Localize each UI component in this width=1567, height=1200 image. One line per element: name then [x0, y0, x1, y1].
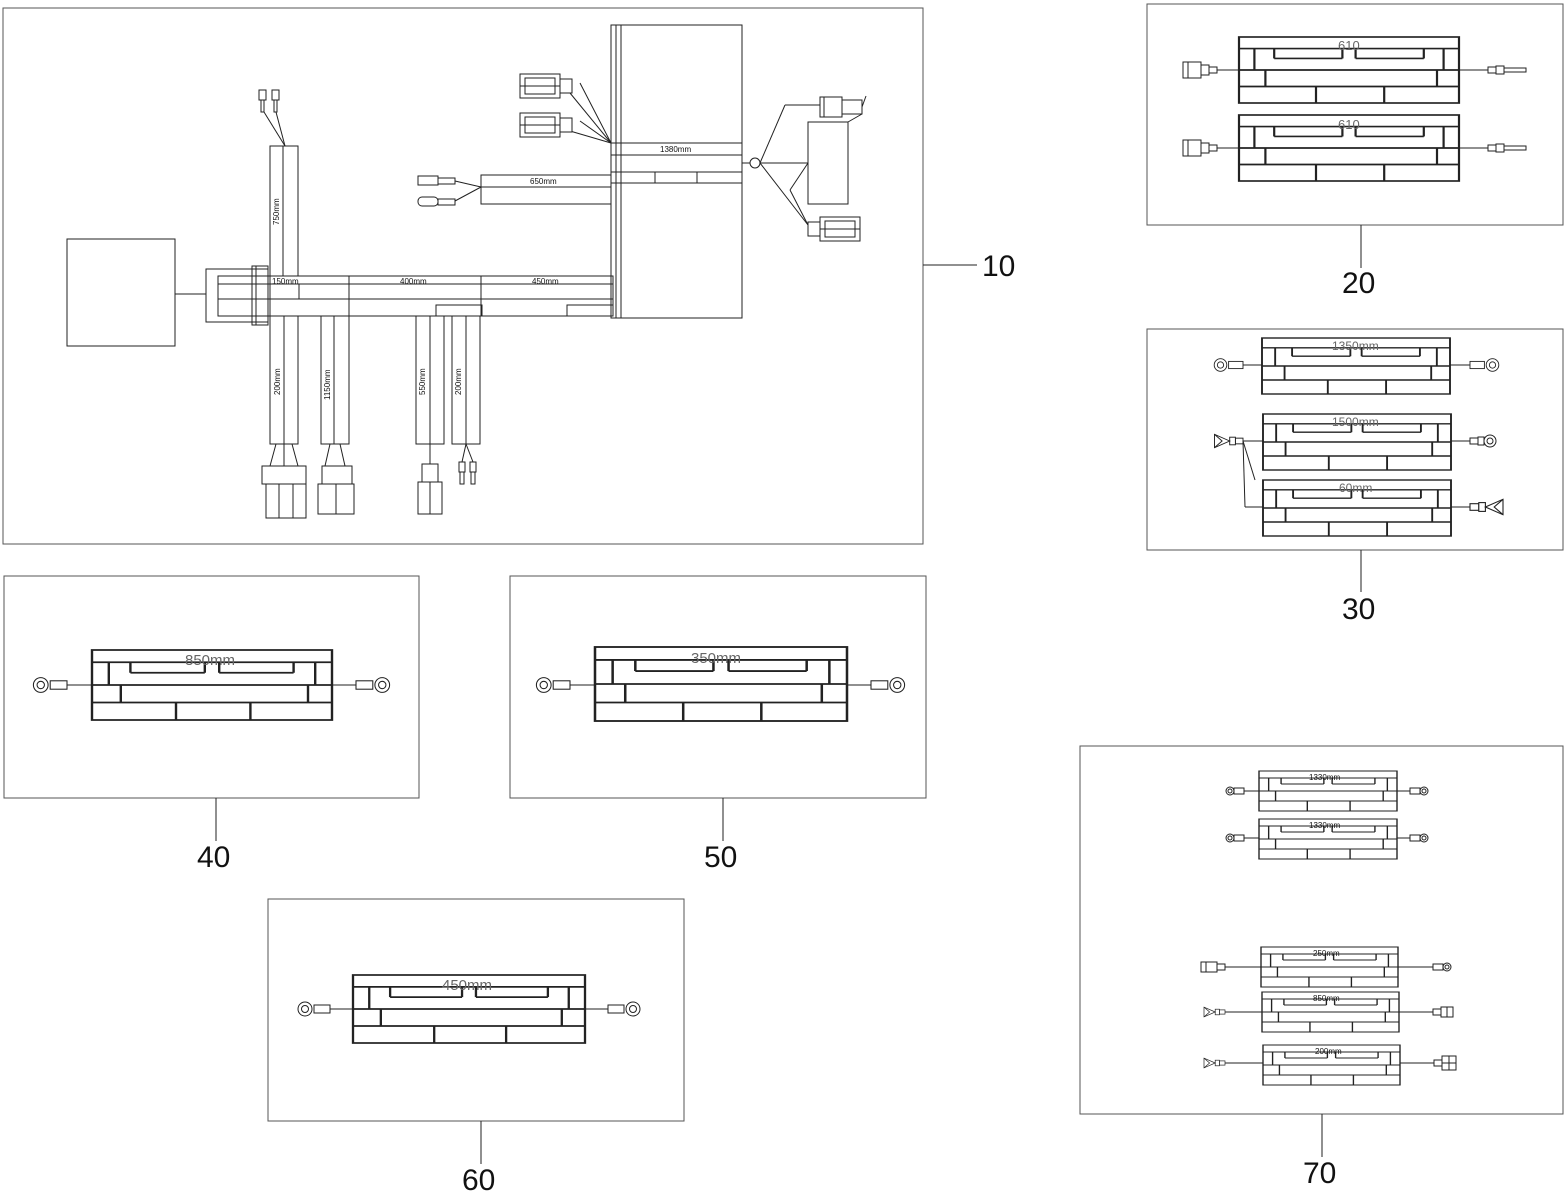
branch-200mm-a: 200mm — [261, 315, 307, 519]
plug-right-bottom — [807, 216, 861, 242]
label-450mm: 450mm — [532, 277, 559, 286]
callout-50: 50 — [704, 841, 737, 874]
callout-70: 70 — [1303, 1157, 1336, 1190]
label-650mm: 650mm — [530, 177, 557, 186]
panel-60: 60 450mm — [267, 898, 685, 1197]
label-150mm: 150mm — [272, 277, 299, 286]
control-box — [66, 238, 176, 347]
panel-30: 30 1350mm 1500mm 60mm — [1146, 328, 1564, 626]
small-terminals-top — [258, 89, 280, 113]
branch-550mm: 550mm — [415, 315, 445, 515]
label-200mm-p70: 200mm — [1315, 1047, 1342, 1056]
callout-30: 30 — [1342, 593, 1375, 626]
callout-10: 10 — [982, 250, 1015, 283]
label-610-bottom: 610 — [1338, 117, 1360, 132]
branch-200mm-b: 200mm — [451, 315, 481, 485]
label-250mm: 250mm — [1313, 949, 1340, 958]
label-850mm: 850mm — [185, 652, 235, 669]
label-850mm-p70: 850mm — [1313, 994, 1340, 1003]
panel-20: 20 610 610 — [1146, 3, 1564, 300]
label-1330mm-a: 1330mm — [1309, 773, 1340, 782]
label-750mm: 750mm — [272, 198, 281, 225]
panel-70: 70 1330mm 1330mm 250mm 850mm — [1079, 745, 1564, 1190]
label-1500mm: 1500mm — [1332, 415, 1379, 429]
svg-text:550mm: 550mm — [418, 368, 427, 395]
label-610-top: 610 — [1338, 38, 1360, 53]
branch-1150mm: 1150mm — [317, 315, 355, 515]
callout-60: 60 — [462, 1164, 495, 1197]
panel-10-main-harness: 10 150mm 400mm 450mm 750mm — [2, 7, 1015, 545]
label-400mm: 400mm — [400, 277, 427, 286]
callout-20: 20 — [1342, 267, 1375, 300]
callout-40: 40 — [197, 841, 230, 874]
svg-text:200mm: 200mm — [454, 368, 463, 395]
label-450mm: 450mm — [442, 977, 492, 994]
plug-top-1 — [519, 73, 573, 99]
panel-50: 50 350mm — [509, 575, 927, 874]
svg-text:200mm: 200mm — [273, 368, 282, 395]
label-350mm: 350mm — [691, 650, 741, 667]
panel-40: 40 850mm — [3, 575, 420, 874]
label-1350mm: 1350mm — [1332, 339, 1379, 353]
plug-right-top — [819, 95, 867, 118]
svg-text:1150mm: 1150mm — [323, 369, 332, 400]
label-1330mm-b: 1330mm — [1309, 821, 1340, 830]
plug-top-2 — [519, 112, 573, 138]
label-1380mm: 1380mm — [660, 145, 691, 154]
junction-node — [749, 157, 761, 169]
label-60mm: 60mm — [1339, 481, 1372, 495]
